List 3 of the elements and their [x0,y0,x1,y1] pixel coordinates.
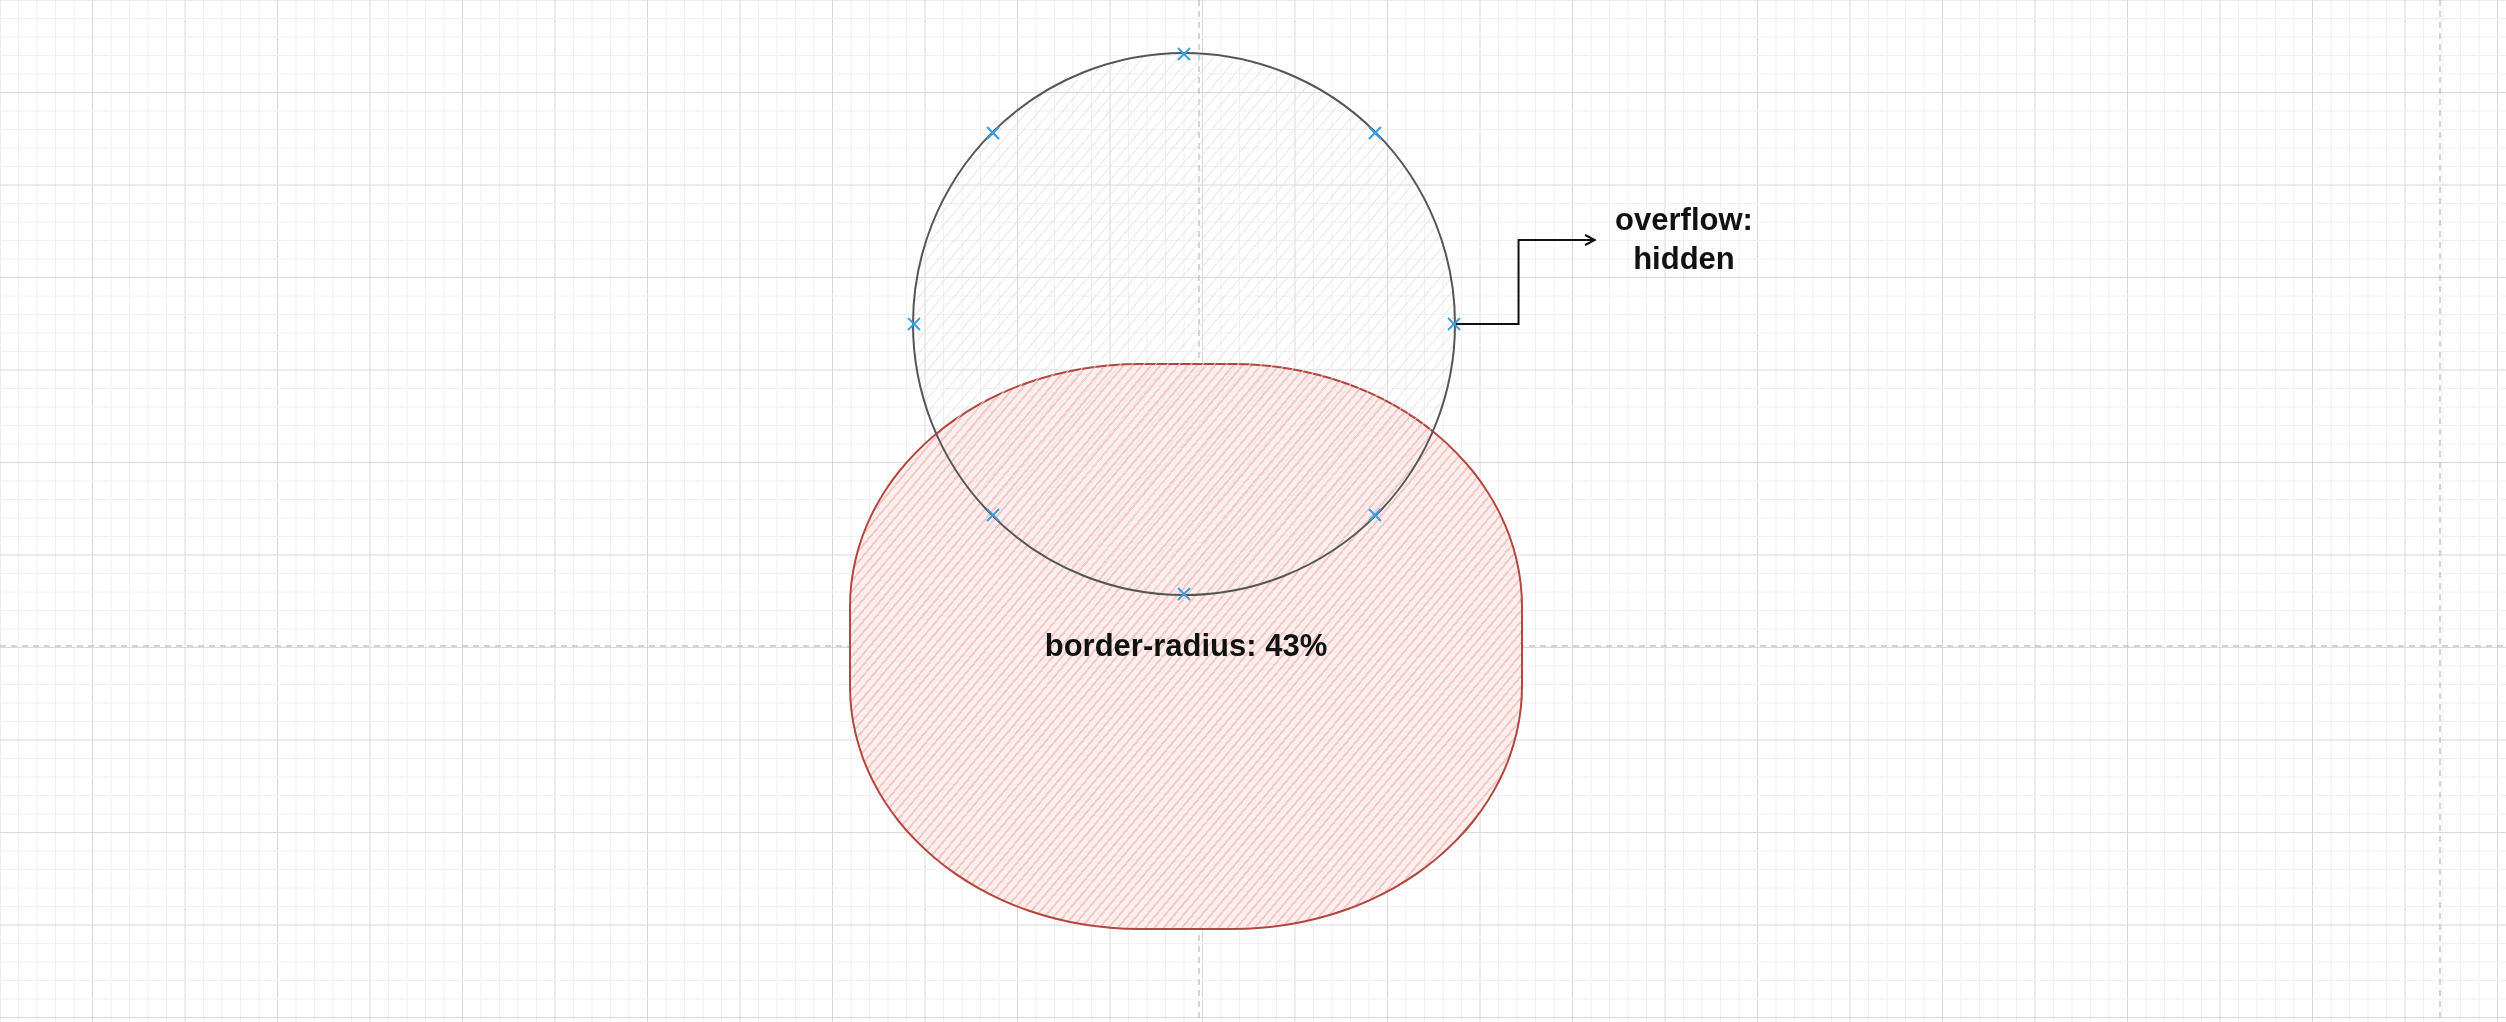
shape-label: border-radius: 43% [1044,627,1328,666]
arrow [1455,234,1596,325]
annotation-text: overflow: hidden [1614,201,1754,278]
